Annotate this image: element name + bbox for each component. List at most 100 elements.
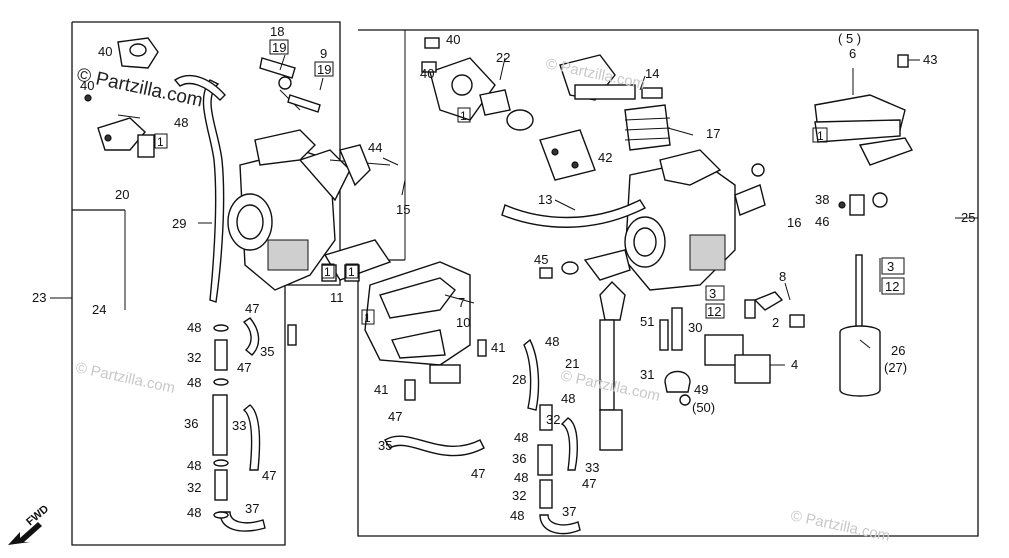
callout-numbers: 18 19 9 19 40 40 48 1 20 29 44 15 23 24 … bbox=[32, 24, 975, 523]
callout-35b: 35 bbox=[378, 438, 392, 453]
callout-22: 22 bbox=[496, 50, 510, 65]
callout-19: 19 bbox=[272, 40, 286, 55]
callout-1a: 1 bbox=[157, 135, 164, 149]
callout-47b: 47 bbox=[237, 360, 251, 375]
accelerator-pump-parts bbox=[814, 54, 914, 397]
top-cap-assembly bbox=[421, 37, 534, 131]
callout-47e: 47 bbox=[471, 466, 485, 481]
callout-49: 49 bbox=[694, 382, 708, 397]
callout-1d: 1 bbox=[364, 311, 371, 325]
callout-44: 44 bbox=[368, 140, 382, 155]
callout-12b: 12 bbox=[885, 279, 899, 294]
callout-10: 10 bbox=[456, 315, 470, 330]
drain-hose-stack-left bbox=[212, 317, 297, 532]
callout-36a: 36 bbox=[184, 416, 198, 431]
callout-1c: 1 bbox=[348, 265, 355, 279]
callout-2: 2 bbox=[772, 315, 779, 330]
callout-18: 18 bbox=[270, 24, 284, 39]
callout-40c: 40 bbox=[446, 32, 460, 47]
callout-45: 45 bbox=[534, 252, 548, 267]
callout-48d: 48 bbox=[187, 458, 201, 473]
callout-37a: 37 bbox=[245, 501, 259, 516]
carburetor-body-left bbox=[227, 129, 391, 291]
watermark-faint-1: © Partzilla.com bbox=[74, 359, 176, 397]
callout-13: 13 bbox=[538, 192, 552, 207]
callout-48c: 48 bbox=[187, 375, 201, 390]
callout-48e: 48 bbox=[187, 505, 201, 520]
callout-26: 26 bbox=[891, 343, 905, 358]
callout-46: 46 bbox=[815, 214, 829, 229]
callout-40a: 40 bbox=[98, 44, 112, 59]
callout-40b: 40 bbox=[80, 78, 94, 93]
watermark-faint-4: © Partzilla.com bbox=[789, 507, 891, 545]
float-bowl-gasket bbox=[321, 239, 392, 282]
callout-32c: 32 bbox=[546, 412, 560, 427]
callout-41a: 41 bbox=[491, 340, 505, 355]
callout-23: 23 bbox=[32, 290, 46, 305]
carburetor-body-right bbox=[624, 149, 766, 291]
callout-33b: 33 bbox=[585, 460, 599, 475]
leader-lines bbox=[117, 54, 920, 366]
callout-42: 42 bbox=[598, 150, 612, 165]
callout-40d: 40 bbox=[420, 66, 434, 81]
choke-bracket bbox=[84, 37, 159, 158]
callout-14: 14 bbox=[645, 66, 659, 81]
callout-47f: 47 bbox=[582, 476, 596, 491]
callout-38: 38 bbox=[815, 192, 829, 207]
throttle-link-arm bbox=[259, 57, 321, 113]
callout-35a: 35 bbox=[260, 344, 274, 359]
callout-48a: 48 bbox=[174, 115, 188, 130]
callout-48h: 48 bbox=[514, 430, 528, 445]
callout-47c: 47 bbox=[262, 468, 276, 483]
callout-1b: 1 bbox=[324, 265, 331, 279]
vent-tube-long bbox=[173, 75, 226, 303]
callout-4: 4 bbox=[791, 357, 798, 372]
callout-9: 9 bbox=[320, 46, 327, 61]
callout-30: 30 bbox=[688, 320, 702, 335]
small-parts-right-center bbox=[539, 249, 805, 406]
callout-21: 21 bbox=[565, 356, 579, 371]
callout-36b: 36 bbox=[512, 451, 526, 466]
callout-3a: 3 bbox=[709, 286, 716, 301]
callout-33a: 33 bbox=[232, 418, 246, 433]
callout-51: 51 bbox=[640, 314, 654, 329]
callout-41b: 41 bbox=[374, 382, 388, 397]
callout-16: 16 bbox=[787, 215, 801, 230]
callout-25: 25 bbox=[961, 210, 975, 225]
throttle-linkage bbox=[539, 54, 671, 181]
callout-7: 7 bbox=[458, 295, 465, 310]
callout-11: 11 bbox=[330, 290, 344, 305]
callout-3b: 3 bbox=[887, 259, 894, 274]
callout-17: 17 bbox=[706, 126, 720, 141]
callout-12a: 12 bbox=[707, 304, 721, 319]
callout-50: (50) bbox=[692, 400, 715, 415]
callout-48b: 48 bbox=[187, 320, 201, 335]
needle-jet-assembly bbox=[523, 280, 626, 451]
callout-24: 24 bbox=[92, 302, 106, 317]
callout-1e: 1 bbox=[460, 109, 467, 123]
callout-32a: 32 bbox=[187, 350, 201, 365]
callout-29: 29 bbox=[172, 216, 186, 231]
float-bowl bbox=[364, 261, 487, 401]
callout-47d: 47 bbox=[388, 409, 402, 424]
callout-19b: 19 bbox=[317, 62, 331, 77]
callout-15: 15 bbox=[396, 202, 410, 217]
callout-47a: 47 bbox=[245, 301, 259, 316]
throttle-cable-tube bbox=[501, 199, 646, 228]
callout-31: 31 bbox=[640, 367, 654, 382]
callout-32b: 32 bbox=[187, 480, 201, 495]
callout-5: ( 5 ) bbox=[838, 31, 861, 46]
callout-27: (27) bbox=[884, 360, 907, 375]
callout-48i: 48 bbox=[514, 470, 528, 485]
callout-32d: 32 bbox=[512, 488, 526, 503]
callout-37b: 37 bbox=[562, 504, 576, 519]
callout-48g: 48 bbox=[561, 391, 575, 406]
callout-28: 28 bbox=[512, 372, 526, 387]
callout-20: 20 bbox=[115, 187, 129, 202]
drain-hose-stack-center bbox=[384, 404, 581, 535]
boxed-callouts bbox=[154, 39, 905, 325]
callout-1f: 1 bbox=[817, 129, 824, 143]
callout-43: 43 bbox=[923, 52, 937, 67]
